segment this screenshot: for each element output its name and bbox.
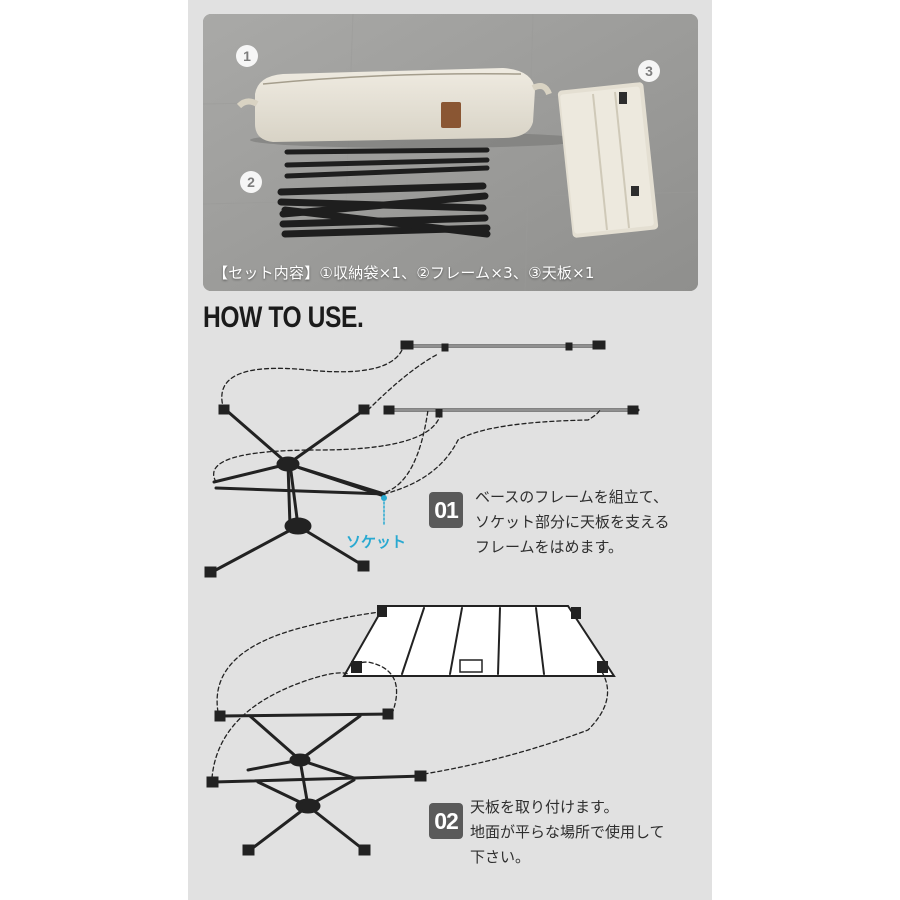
storage-bag — [236, 68, 586, 148]
step-01-badge: 01 — [429, 492, 463, 528]
guide-arrows-step2 — [211, 611, 609, 779]
product-photo: 1 2 3 【セット内容】①収納袋×1、②フレーム×3、③天板×1 — [203, 14, 698, 291]
step-02-line-2: 地面が平らな場所で使用して — [470, 823, 665, 841]
step-02-text: 天板を取り付けます。 地面が平らな場所で使用して 下さい。 — [470, 795, 665, 870]
support-bar-upper — [400, 340, 606, 352]
badge-frame: 2 — [240, 171, 262, 193]
step-01-line-2: ソケット部分に天板を支える — [475, 513, 670, 531]
step-02-badge: 02 — [429, 803, 463, 839]
badge-bag: 1 — [236, 45, 258, 67]
folded-table-top — [557, 82, 659, 238]
support-bar-lower — [383, 405, 640, 418]
step-01-line-1: ベースのフレームを組立て、 — [475, 488, 669, 506]
base-frame-step1 — [204, 404, 386, 578]
step-02-line-3: 下さい。 — [470, 848, 531, 866]
guide-arrows-step1 — [213, 349, 601, 495]
frame-bundle — [277, 147, 491, 238]
socket-label: ソケット — [346, 533, 407, 551]
table-top-panel — [342, 605, 616, 677]
assembled-frame-step2 — [206, 708, 427, 856]
badge-top: 3 — [638, 60, 660, 82]
step-01-line-3: フレームをはめます。 — [475, 538, 624, 556]
section-heading: HOW TO USE. — [203, 301, 364, 334]
step-02-line-1: 天板を取り付けます。 — [470, 798, 619, 816]
assembly-diagram — [204, 340, 640, 856]
socket-marker — [381, 495, 387, 527]
photo-caption: 【セット内容】①収納袋×1、②フレーム×3、③天板×1 — [213, 264, 595, 282]
product-photo-illustration — [203, 14, 698, 291]
step-01-text: ベースのフレームを組立て、 ソケット部分に天板を支える フレームをはめます。 — [475, 485, 670, 560]
